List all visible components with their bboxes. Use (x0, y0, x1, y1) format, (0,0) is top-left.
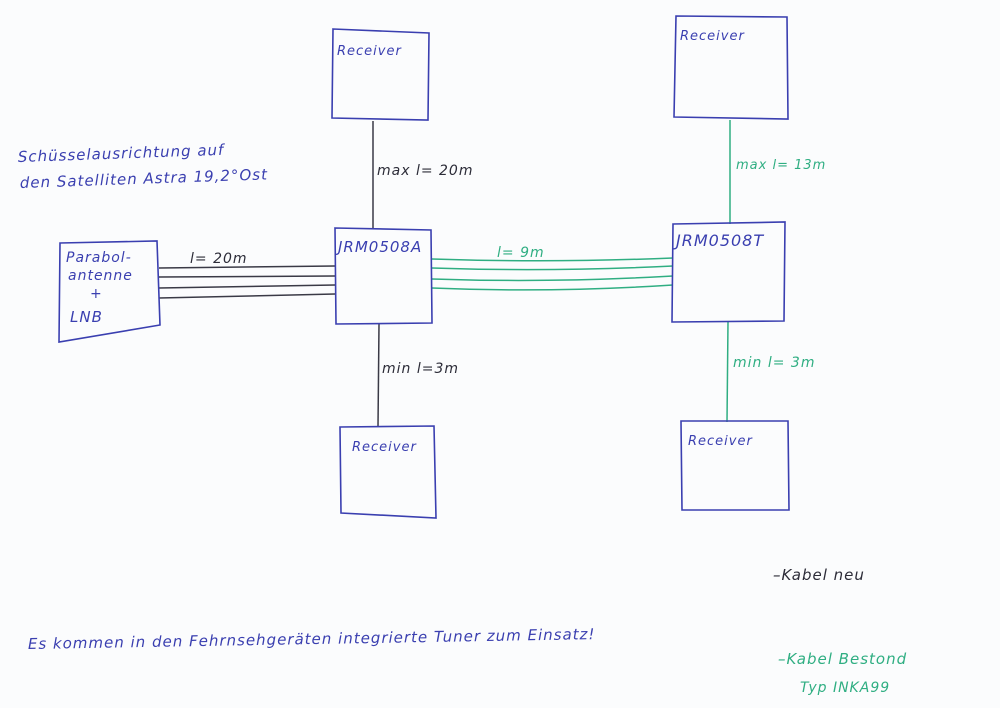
cable-bundle-antenna-to-a (158, 265, 336, 299)
legend-existing-cable-line2: Typ INKA99 (800, 680, 890, 696)
multiswitch-t-label: JRM0508T (673, 231, 764, 250)
receiver-top-left-label: Receiver (337, 44, 402, 59)
cable-line (431, 284, 674, 291)
cable-t-to-receiver-bottom (726, 321, 729, 423)
cable-label-antenna-to-a: l= 20m (190, 251, 248, 267)
legend-new-cable: –Kabel neu (773, 566, 865, 584)
legend-existing-cable-line1: –Kabel Bestond (778, 650, 907, 668)
cable-line (431, 275, 674, 282)
multiswitch-t-box (671, 221, 786, 323)
antenna-label-line2: antenne (68, 268, 133, 284)
footer-note: Es kommen in den Fehrnsehgeräten integri… (28, 625, 596, 653)
cable-line (158, 265, 336, 269)
cable-line (431, 265, 674, 271)
receiver-top-right-label: Receiver (680, 29, 745, 44)
antenna-label-line4: LNB (70, 308, 103, 326)
multiswitch-a-label: JRM0508A (335, 238, 422, 256)
cable-label-a-to-receiver-top: max l= 20m (377, 163, 473, 179)
receiver-bottom-right-box (680, 420, 790, 511)
cable-line (158, 275, 336, 278)
antenna-label-line3: + (90, 286, 103, 302)
cable-label-a-to-receiver-bottom: min l=3m (382, 361, 459, 377)
antenna-label-line1: Parabol- (66, 250, 132, 266)
note-alignment-line2: den Satelliten Astra 19,2°Ost (20, 165, 269, 192)
receiver-top-left-box (331, 28, 430, 121)
receiver-bottom-left-box (339, 425, 437, 519)
receiver-bottom-right-label: Receiver (688, 434, 753, 449)
cable-label-t-to-receiver-top: max l= 13m (736, 158, 826, 173)
cable-label-t-to-receiver-bottom: min l= 3m (733, 355, 815, 371)
cable-line (158, 293, 336, 299)
receiver-bottom-left-label: Receiver (352, 440, 417, 455)
cable-line (158, 284, 336, 289)
cable-label-a-to-t: l= 9m (497, 245, 545, 261)
cable-a-to-receiver-bottom (377, 323, 380, 428)
multiswitch-a-box (334, 227, 433, 325)
note-alignment-line1: Schüsselausrichtung auf (18, 141, 227, 166)
cable-line (431, 257, 674, 262)
receiver-top-right-box (673, 15, 789, 120)
antenna-box (58, 240, 161, 343)
cable-bundle-a-to-t (431, 257, 674, 291)
